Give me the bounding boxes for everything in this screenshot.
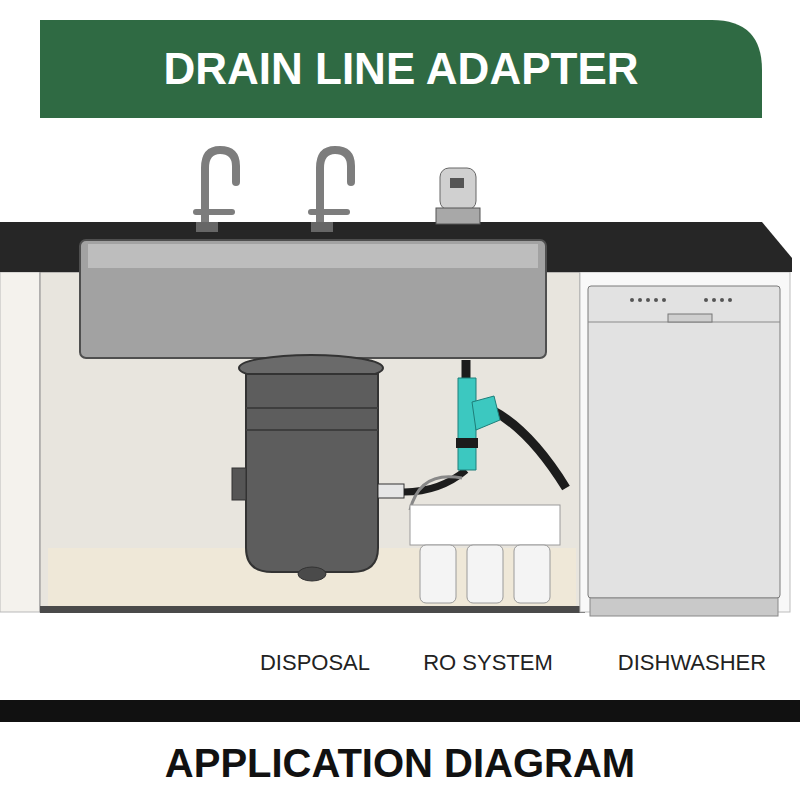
faucet [320, 150, 351, 228]
button [646, 298, 650, 302]
button [728, 298, 732, 302]
dishwasher-buttons [630, 298, 732, 302]
dishwasher-body [588, 286, 780, 598]
tee-clamp [456, 438, 478, 448]
faucet [205, 150, 236, 228]
sink-rim [88, 244, 538, 268]
cabinet-base [40, 606, 585, 613]
tee-adapter [458, 378, 476, 470]
title-band [40, 20, 762, 118]
ro-filter [514, 545, 550, 603]
hose-to-disposal [404, 470, 466, 492]
button [662, 298, 666, 302]
ro-manifold [410, 505, 560, 545]
caption: APPLICATION DIAGRAM [0, 738, 800, 788]
button [720, 298, 724, 302]
hose-to-dishwasher [492, 410, 566, 488]
tee-branch [472, 396, 500, 430]
disposal-nub [298, 567, 326, 581]
air-gap-logo [450, 178, 464, 188]
air-gap-base [436, 208, 480, 224]
button [638, 298, 642, 302]
disposal-outlet [232, 468, 246, 500]
button [712, 298, 716, 302]
disposal-body [246, 374, 378, 572]
dishwasher-handle [668, 314, 712, 322]
disposal-inlet [378, 484, 404, 498]
dishwasher-kickplate [590, 598, 778, 616]
faucet-base [311, 222, 333, 232]
divider-bar [0, 700, 800, 722]
button [630, 298, 634, 302]
side-panel [0, 272, 40, 612]
ro-filter [420, 545, 456, 603]
countertop [0, 222, 792, 272]
disposal-band [246, 407, 378, 409]
faucet-handle [196, 209, 232, 215]
button [654, 298, 658, 302]
title: DRAIN LINE ADAPTER [40, 42, 762, 96]
faucet-base [196, 222, 218, 232]
air-gap-cap [440, 168, 476, 210]
part-label: DISHWASHER [582, 649, 800, 677]
appliance-bay [580, 272, 790, 612]
button [704, 298, 708, 302]
part-label: DISPOSAL [205, 649, 425, 677]
drain-tail [462, 360, 471, 378]
sink-basin [80, 240, 546, 358]
faucets [196, 150, 351, 228]
faucet-handle [311, 209, 347, 215]
disposal-band [246, 429, 378, 431]
part-label: RO SYSTEM [378, 649, 598, 677]
ro-filter [467, 545, 503, 603]
